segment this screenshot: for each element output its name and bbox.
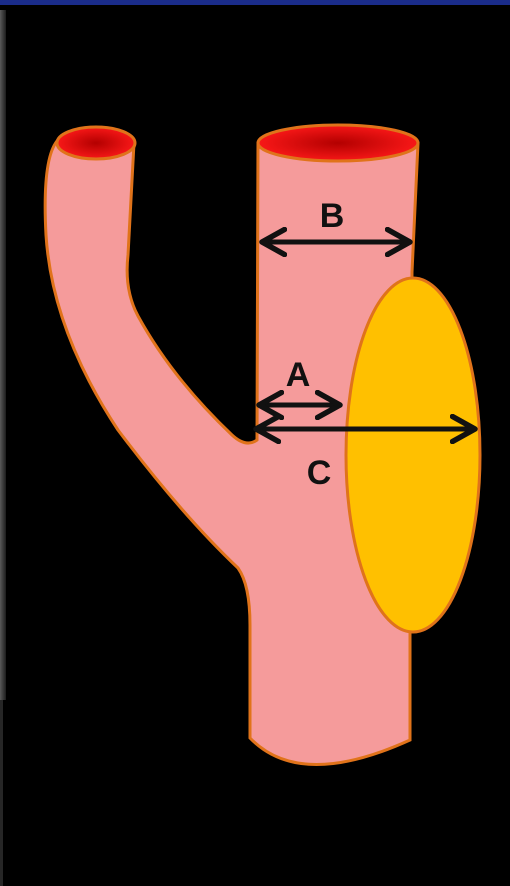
label-b: B (320, 197, 345, 235)
label-a: A (286, 356, 311, 394)
main-trunk-lumen (258, 125, 418, 161)
aneurysm-sac (346, 278, 480, 632)
left-branch-lumen (57, 127, 135, 159)
label-c: C (307, 454, 332, 492)
